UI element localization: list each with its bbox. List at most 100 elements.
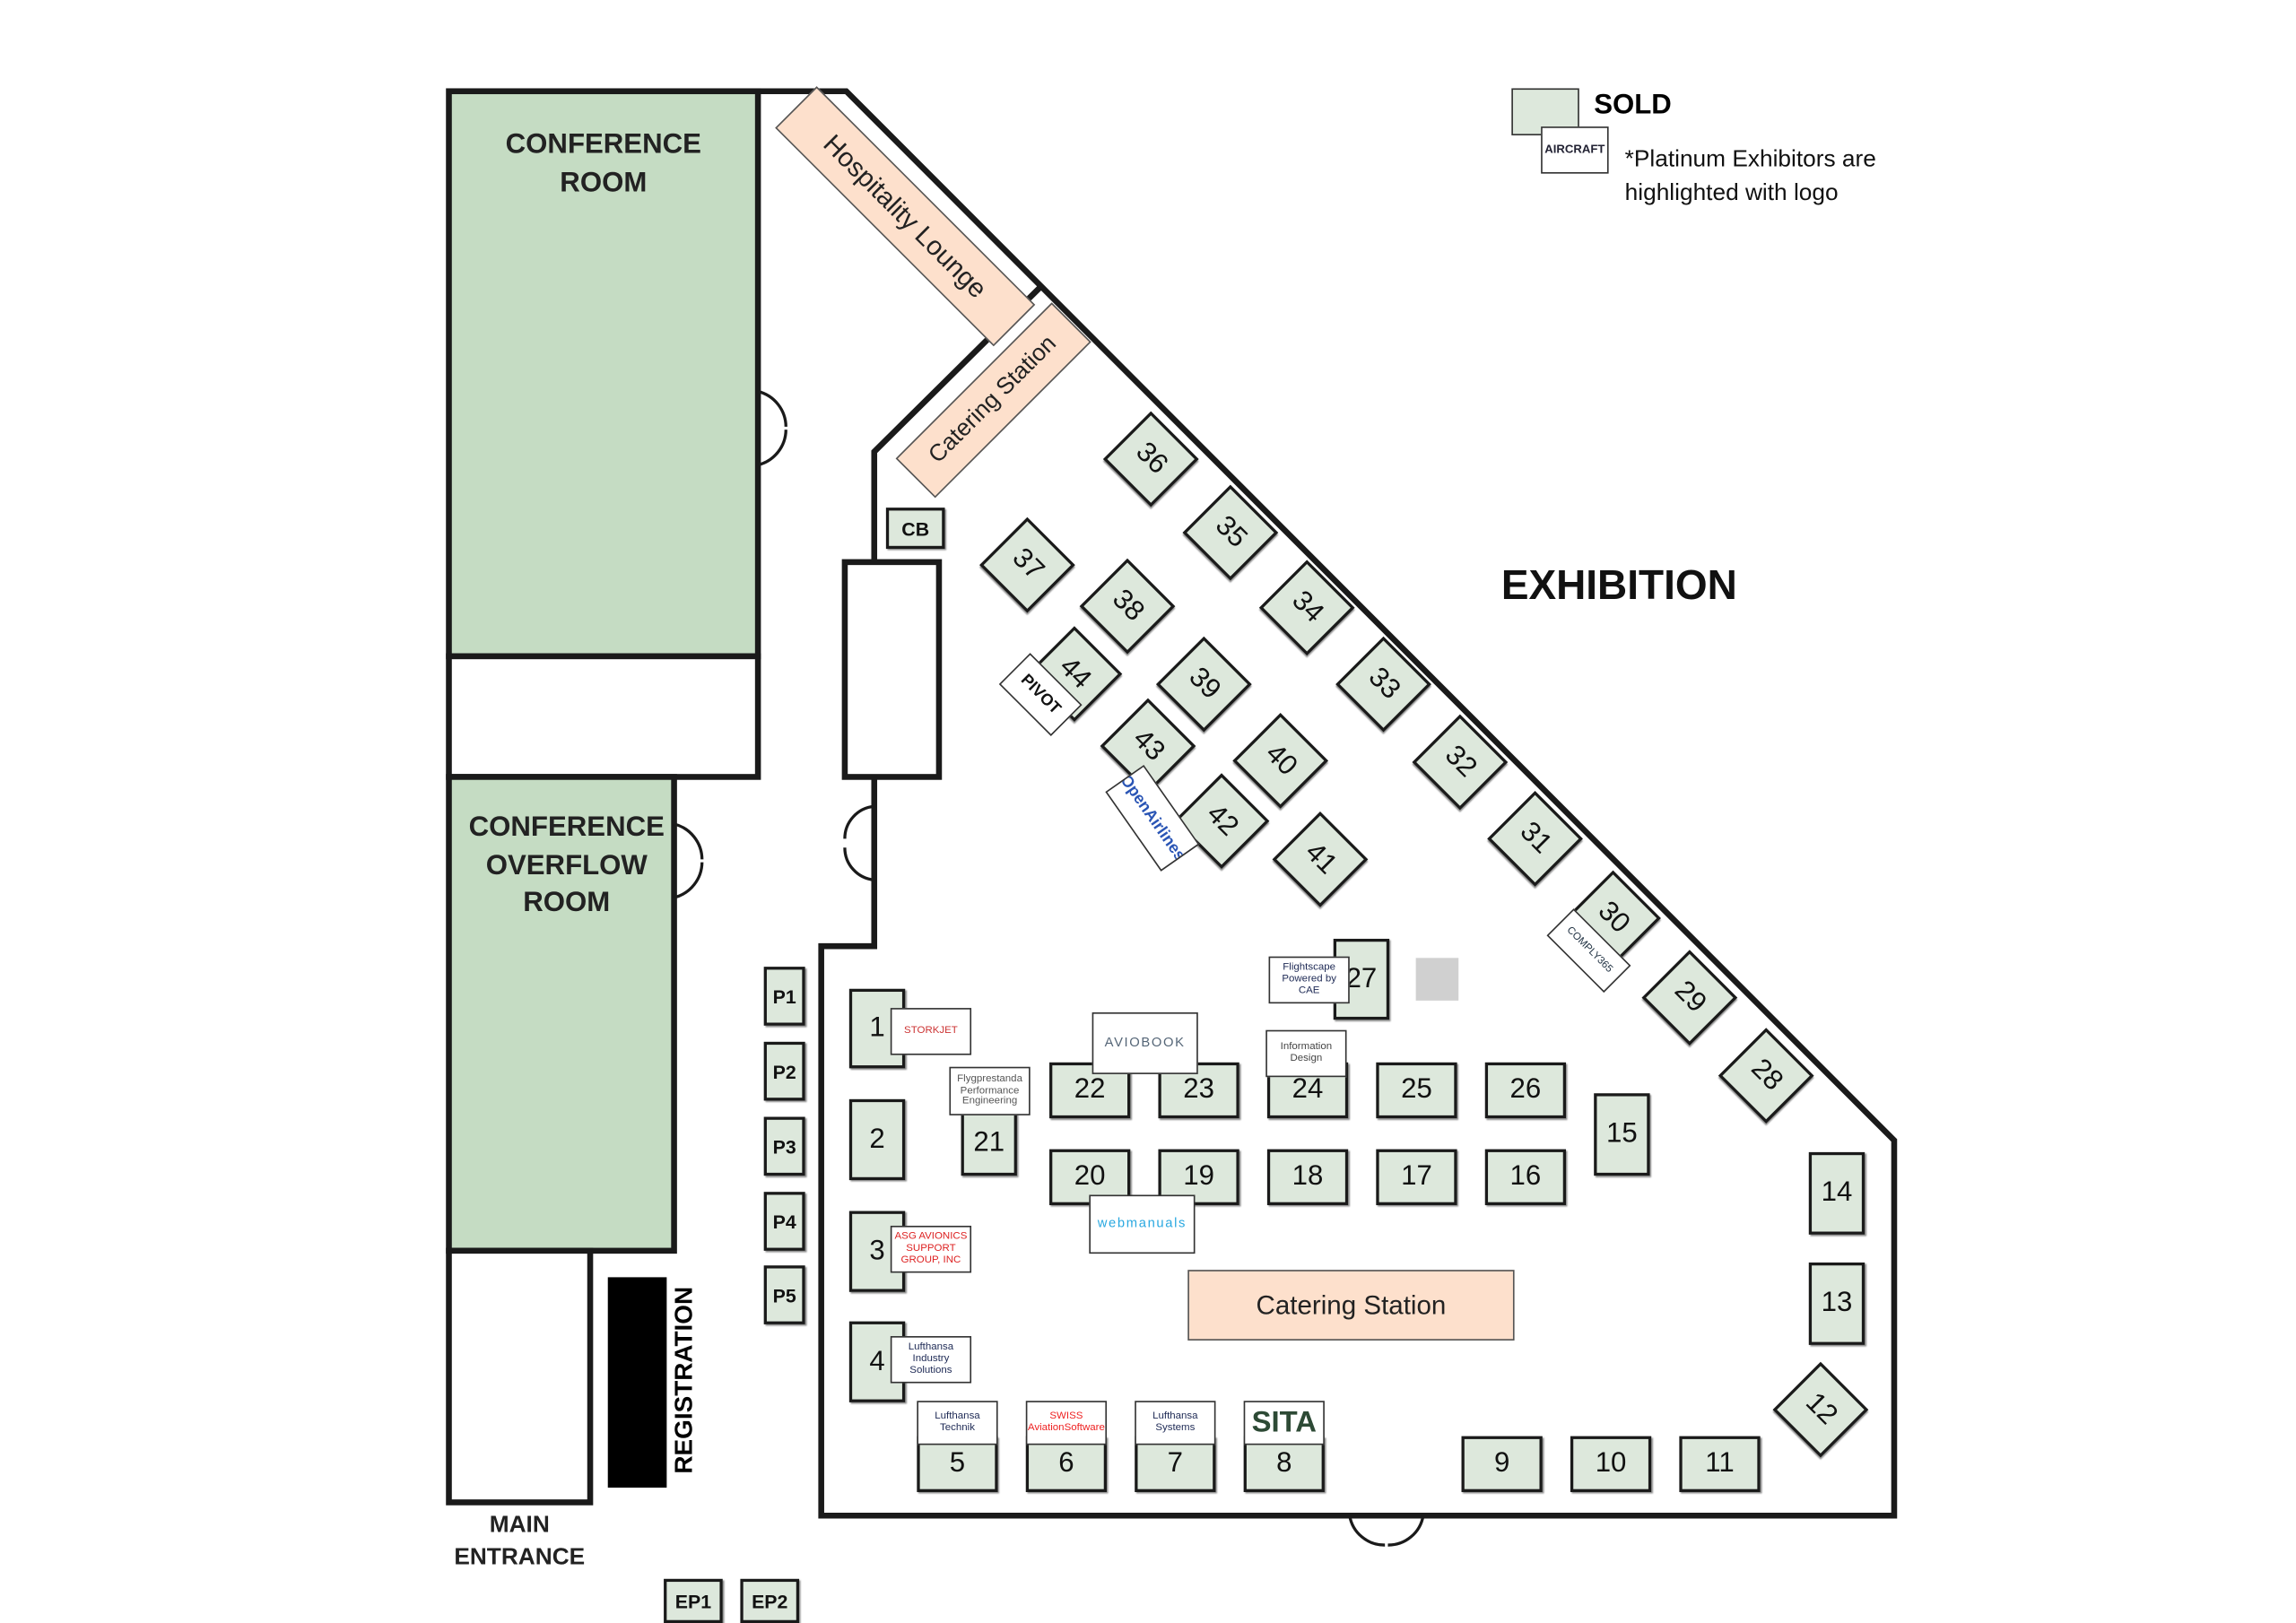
conference-room-label: CONFERENCE ROOM [449, 126, 759, 202]
booth-number: 34 [1285, 585, 1330, 629]
booth-17[interactable]: 17 [1376, 1149, 1457, 1205]
booth-number: 7 [1167, 1447, 1184, 1480]
booth-number: 36 [1129, 436, 1174, 481]
booth-number: 42 [1200, 798, 1245, 843]
logo-webmanuals[interactable]: webmanuals [1089, 1194, 1196, 1254]
booth-number: 33 [1361, 662, 1406, 706]
booth-number: 10 [1595, 1447, 1627, 1480]
booth-number: P1 [772, 985, 796, 1008]
booth-number: EP2 [752, 1590, 788, 1612]
booth-number: 15 [1606, 1118, 1638, 1150]
booth-11[interactable]: 11 [1679, 1436, 1761, 1492]
booth-p5[interactable]: P5 [763, 1265, 805, 1324]
booth-26[interactable]: 26 [1484, 1062, 1567, 1119]
booth-14[interactable]: 14 [1808, 1151, 1866, 1235]
booth-number: 22 [1074, 1073, 1106, 1106]
booth-number: 11 [1705, 1447, 1735, 1480]
legend-note-line: highlighted with logo [1624, 180, 1839, 206]
booth-22[interactable]: 22 [1049, 1062, 1131, 1119]
booth-number: 6 [1058, 1447, 1074, 1480]
booth-18[interactable]: 18 [1266, 1149, 1349, 1205]
booth-5[interactable]: 5 [917, 1436, 998, 1492]
booth-2[interactable]: 2 [848, 1098, 906, 1181]
booth-ep2[interactable]: EP2 [740, 1578, 800, 1623]
booth-number: 29 [1667, 975, 1712, 1020]
booth-13[interactable]: 13 [1808, 1262, 1866, 1345]
booth-number: 37 [1005, 542, 1050, 587]
booth-number: 35 [1208, 510, 1253, 554]
logo-infodesign[interactable]: Information Design [1265, 1029, 1347, 1078]
booth-number: 3 [869, 1235, 885, 1267]
booth-number: 32 [1438, 739, 1483, 784]
booth-number: 12 [1799, 1387, 1843, 1431]
booth-number: P5 [772, 1283, 796, 1306]
label-line: CONFERENCE [505, 129, 701, 161]
logo-storkjet[interactable]: STORKJET [890, 1008, 972, 1055]
booth-p4[interactable]: P4 [763, 1192, 805, 1251]
booth-number: P4 [772, 1210, 796, 1233]
logo-lh_technik[interactable]: Lufthansa Technik [917, 1401, 998, 1445]
logo-lh_systems[interactable]: Lufthansa Systems [1135, 1401, 1216, 1445]
booth-number: 24 [1292, 1073, 1324, 1106]
booth-number: 1 [869, 1012, 885, 1044]
logo-swiss[interactable]: SWISS AviationSoftware [1025, 1401, 1108, 1445]
booth-6[interactable]: 6 [1025, 1436, 1108, 1492]
booth-p3[interactable]: P3 [763, 1116, 805, 1176]
booth-number: 4 [869, 1345, 885, 1377]
booth-number: P3 [772, 1135, 796, 1158]
label-line: ENTRANCE [454, 1544, 586, 1570]
booth-16[interactable]: 16 [1484, 1149, 1567, 1205]
booth-number: 31 [1513, 816, 1558, 861]
booth-15[interactable]: 15 [1594, 1093, 1650, 1176]
booth-number: 23 [1183, 1073, 1214, 1106]
logo-flygprestanda[interactable]: Flygprestanda Performance Engineering [949, 1066, 1031, 1115]
booth-number: 2 [869, 1123, 885, 1155]
booth-number: 20 [1074, 1160, 1106, 1193]
booth-p1[interactable]: P1 [763, 967, 805, 1026]
label-line: ROOM [560, 167, 648, 198]
booth-number: 8 [1276, 1447, 1292, 1480]
booth-number: CB [901, 516, 930, 540]
booth-number: 16 [1509, 1160, 1542, 1193]
booth-number: 43 [1126, 723, 1171, 768]
booth-number: 26 [1509, 1073, 1542, 1106]
logo-flightscape[interactable]: Flightscape Powered by CAE [1268, 956, 1350, 1004]
booth-number: 41 [1299, 837, 1343, 881]
label-line: CONFERENCE [468, 812, 665, 844]
logo-aviobook[interactable]: AVIOBOOK [1091, 1012, 1198, 1074]
booth-number: 25 [1401, 1073, 1432, 1106]
main-entrance-label: MAIN ENTRANCE [441, 1510, 597, 1574]
logo-asg[interactable]: ASG AVIONICS SUPPORT GROUP, INC [890, 1225, 972, 1273]
booth-number: 9 [1493, 1447, 1510, 1480]
booth-cb[interactable]: CB [885, 508, 945, 550]
registration-desk [607, 1277, 667, 1488]
label-line: MAIN [489, 1512, 550, 1538]
booth-number: 21 [973, 1127, 1005, 1159]
booth-9[interactable]: 9 [1461, 1436, 1543, 1492]
logo-lh_industry[interactable]: Lufthansa Industry Solutions [890, 1336, 972, 1384]
booth-number: 40 [1258, 738, 1303, 783]
booth-number: 27 [1345, 963, 1378, 994]
legend-sold-label: SOLD [1594, 90, 1672, 121]
booth-p2[interactable]: P2 [763, 1041, 805, 1101]
booth-25[interactable]: 25 [1376, 1062, 1457, 1119]
booth-number: 19 [1183, 1160, 1214, 1193]
booth-number: P2 [772, 1060, 796, 1082]
logo-sita[interactable]: SITA [1243, 1401, 1325, 1445]
booth-number: EP1 [674, 1590, 712, 1612]
registration-label: REGISTRATION [669, 1286, 698, 1474]
booth-number: 38 [1106, 584, 1151, 628]
booth-number: 5 [949, 1447, 966, 1480]
booth-number: 17 [1401, 1160, 1432, 1193]
booth-number: 13 [1821, 1287, 1853, 1319]
booth-10[interactable]: 10 [1570, 1436, 1652, 1492]
label-line: OVERFLOW [485, 849, 648, 881]
label-line: ROOM [523, 887, 611, 919]
booth-21[interactable]: 21 [961, 1110, 1017, 1176]
exhibition-label: EXHIBITION [1500, 561, 1737, 608]
legend-logo-swatch: AIRCRAFT [1541, 126, 1609, 174]
booth-ep1[interactable]: EP1 [664, 1578, 723, 1623]
